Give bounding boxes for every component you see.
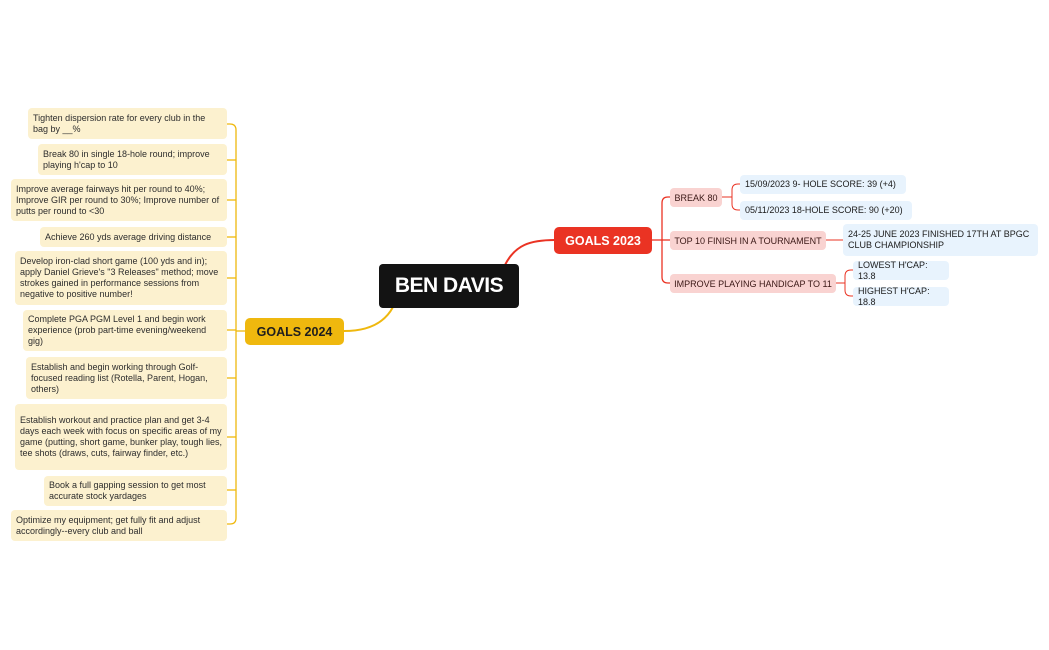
main-topic-goals-2024[interactable]: GOALS 2024 <box>245 318 344 345</box>
leaf-18-hole-score[interactable]: 05/11/2023 18-HOLE SCORE: 90 (+20) <box>740 201 912 220</box>
goal-2024-item[interactable]: Break 80 in single 18-hole round; improv… <box>38 144 227 175</box>
main-topic-goals-2023[interactable]: GOALS 2023 <box>554 227 652 254</box>
goal-2024-item[interactable]: Complete PGA PGM Level 1 and begin work … <box>23 310 227 351</box>
root-topic-label: BEN DAVIS <box>394 274 504 297</box>
leaf-label: 15/09/2023 9- HOLE SCORE: 39 (+4) <box>745 179 896 189</box>
goal-2024-item[interactable]: Improve average fairways hit per round t… <box>11 179 227 221</box>
leaf-label: HIGHEST H'CAP: 18.8 <box>858 285 930 307</box>
goal-2024-item[interactable]: Achieve 260 yds average driving distance <box>40 227 227 247</box>
goal-2024-item[interactable]: Book a full gapping session to get most … <box>44 476 227 506</box>
goal-2024-item[interactable]: Establish and begin working through Golf… <box>26 357 227 399</box>
subtopic-break-80[interactable]: BREAK 80 <box>670 188 722 207</box>
leaf-label: 24-25 JUNE 2023 FINISHED 17TH AT BPGC CL… <box>848 229 1030 250</box>
leaf-lowest-handicap[interactable]: LOWEST H'CAP: 13.8 <box>853 259 949 281</box>
goal-2024-item[interactable]: Establish workout and practice plan and … <box>15 404 227 470</box>
goal-2024-item-label: Establish workout and practice plan and … <box>20 415 222 458</box>
leaf-highest-handicap[interactable]: HIGHEST H'CAP: 18.8 <box>853 285 949 307</box>
goal-2024-item-label: Develop iron-clad short game (100 yds an… <box>20 256 219 299</box>
goal-2024-item-label: Break 80 in single 18-hole round; improv… <box>43 148 210 170</box>
leaf-9-hole-score[interactable]: 15/09/2023 9- HOLE SCORE: 39 (+4) <box>740 175 906 194</box>
goal-2024-item-label: Book a full gapping session to get most … <box>49 480 206 501</box>
goal-2024-item[interactable]: Optimize my equipment; get fully fit and… <box>11 510 227 541</box>
goal-2024-item-label: Achieve 260 yds average driving distance <box>45 231 212 242</box>
goal-2024-item-label: Complete PGA PGM Level 1 and begin work … <box>28 314 207 346</box>
subtopic-label: IMPROVE PLAYING HANDICAP TO 11 <box>674 278 832 289</box>
goal-2024-item-label: Optimize my equipment; get fully fit and… <box>16 514 201 536</box>
goal-2024-item[interactable]: Develop iron-clad short game (100 yds an… <box>15 251 227 305</box>
main-topic-goals-2024-label: GOALS 2024 <box>256 324 333 339</box>
goal-2024-item-label: Establish and begin working through Golf… <box>31 361 208 394</box>
subtopic-label: TOP 10 FINISH IN A TOURNAMENT <box>674 235 822 246</box>
subtopic-top-10-finish[interactable]: TOP 10 FINISH IN A TOURNAMENT <box>670 231 826 250</box>
subtopic-label: BREAK 80 <box>674 192 718 203</box>
subtopic-improve-handicap[interactable]: IMPROVE PLAYING HANDICAP TO 11 <box>670 274 836 293</box>
leaf-label: 05/11/2023 18-HOLE SCORE: 90 (+20) <box>745 205 903 215</box>
root-topic[interactable]: BEN DAVIS <box>379 264 519 308</box>
main-topic-goals-2023-label: GOALS 2023 <box>565 233 641 248</box>
goal-2024-item[interactable]: Tighten dispersion rate for every club i… <box>28 108 227 139</box>
goal-2024-item-label: Improve average fairways hit per round t… <box>16 183 220 216</box>
goal-2024-item-label: Tighten dispersion rate for every club i… <box>33 112 206 134</box>
leaf-label: LOWEST H'CAP: 13.8 <box>858 259 928 281</box>
leaf-club-championship[interactable]: 24-25 JUNE 2023 FINISHED 17TH AT BPGC CL… <box>843 224 1038 256</box>
